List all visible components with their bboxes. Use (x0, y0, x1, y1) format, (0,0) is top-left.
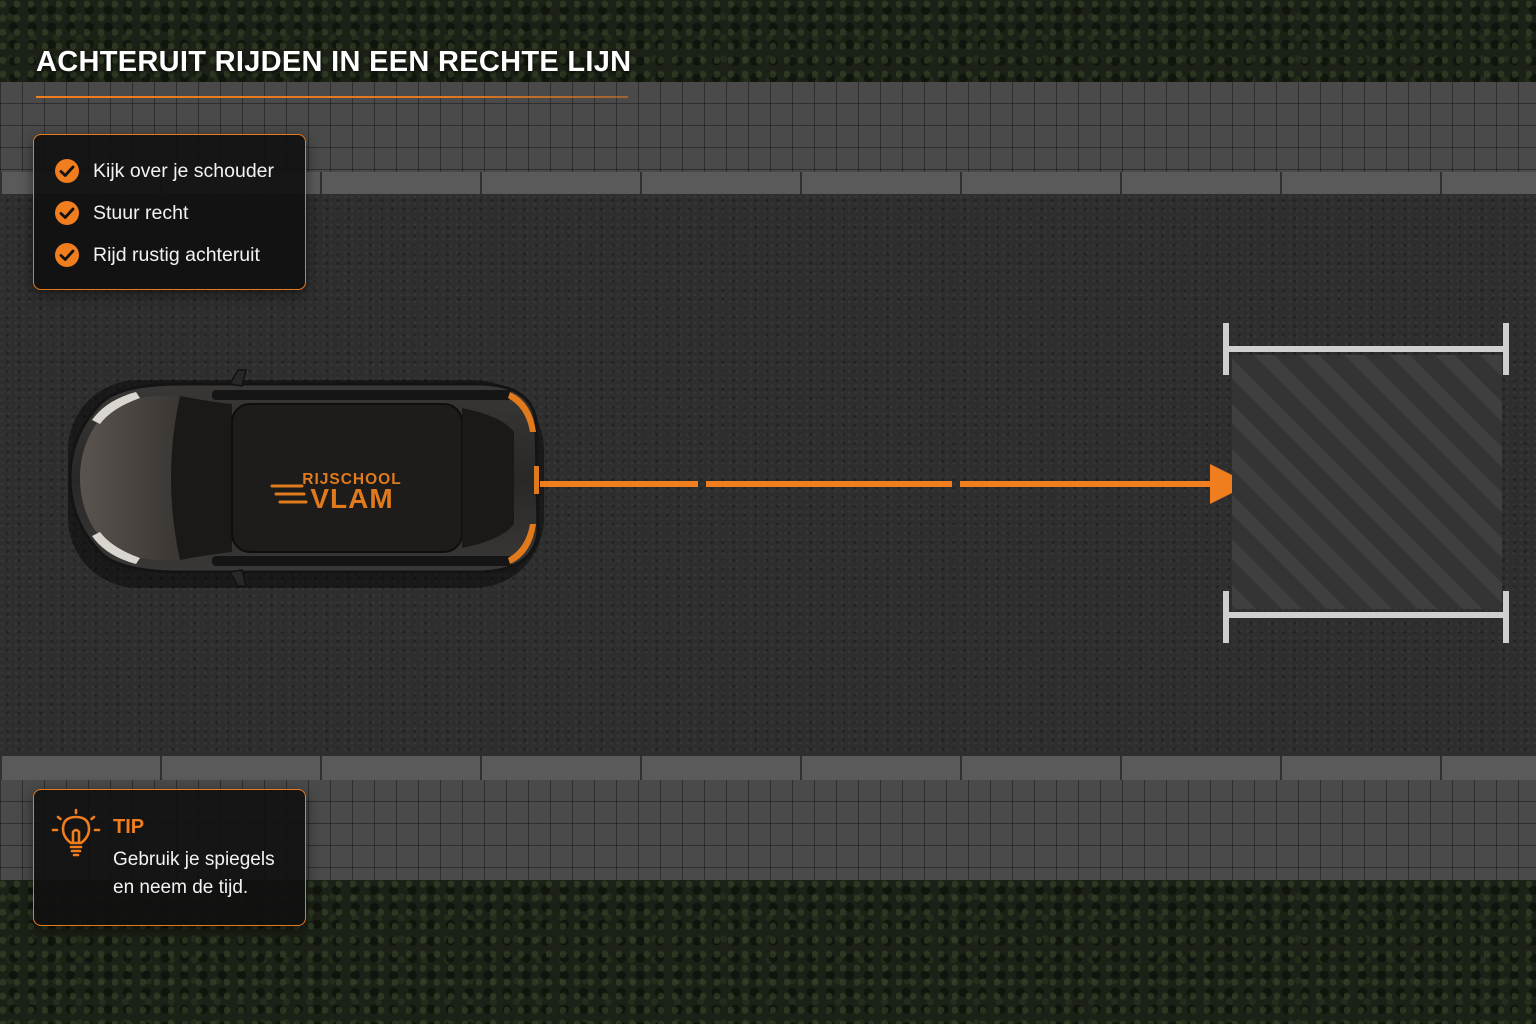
checkmark-circle-icon (55, 201, 79, 225)
checkmark-circle-icon (55, 159, 79, 183)
checklist-item: Kijk over je schouder (54, 158, 274, 184)
checklist-item: Stuur recht (54, 200, 188, 226)
flame-icon (270, 484, 308, 504)
car-logo-main: VLAM (310, 483, 393, 514)
title-underline (36, 96, 628, 98)
hedge-top (0, 0, 1536, 82)
car-logo-top: RIJSCHOOL (302, 471, 401, 488)
target-parking-area (1223, 323, 1509, 643)
tip-text-line: en neem de tijd. (113, 877, 249, 898)
checklist-item-label: Kijk over je schouder (93, 159, 275, 182)
curb-top (0, 172, 1536, 194)
page-title: ACHTERUIT RIJDEN IN EEN RECHTE LIJN (36, 46, 632, 78)
car-top-view: RIJSCHOOL VLAM (68, 369, 544, 588)
checklist-panel: Kijk over je schouder Stuur recht Rijd r… (33, 134, 306, 290)
reverse-path-arrow (540, 464, 1250, 504)
checkmark-circle-icon (55, 243, 79, 267)
tip-panel: TIP Gebruik je spiegels en neem de tijd. (33, 789, 306, 926)
tip-title: TIP (113, 816, 145, 838)
checklist-item-label: Stuur recht (93, 201, 189, 224)
tip-text-line: Gebruik je spiegels (113, 849, 275, 870)
lightbulb-icon (51, 808, 101, 857)
curb-bottom (0, 756, 1536, 782)
checklist-item: Rijd rustig achteruit (54, 242, 260, 268)
checklist-item-label: Rijd rustig achteruit (93, 243, 260, 266)
